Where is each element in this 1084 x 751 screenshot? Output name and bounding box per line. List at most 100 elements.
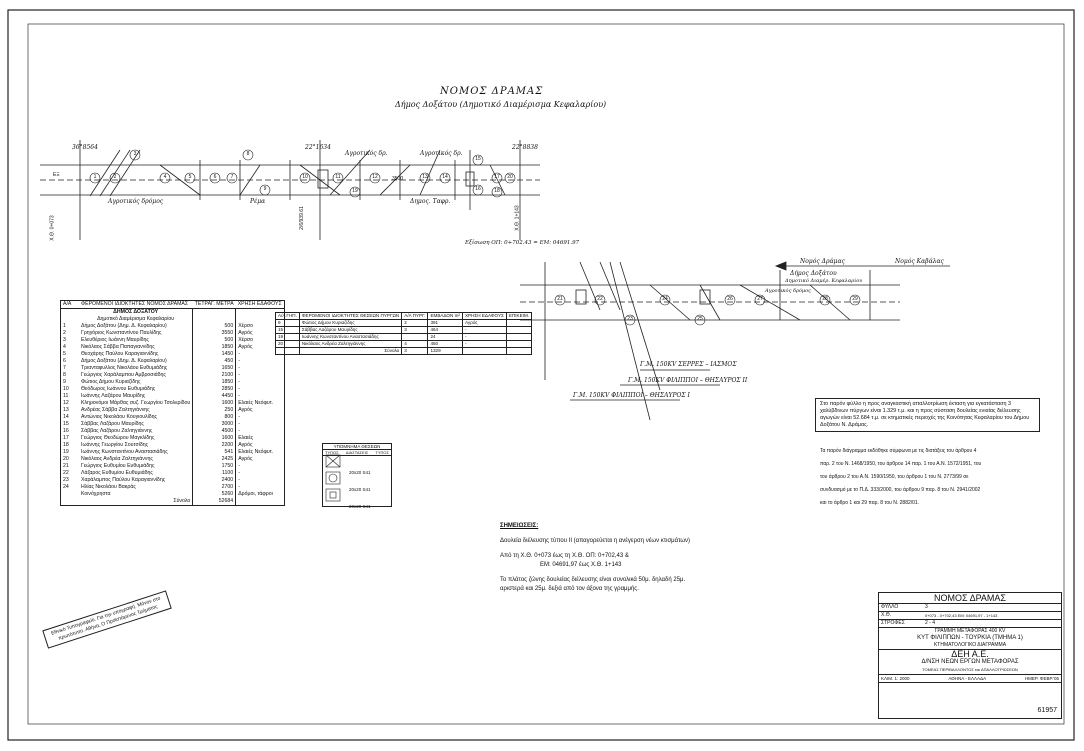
parcel-number: 23 xyxy=(627,316,633,322)
table-cell: 24 xyxy=(63,484,69,490)
total-area: 1329 xyxy=(427,347,463,355)
district-label: Δημοτικό Διαμέρ. Κεφαλαρίου xyxy=(785,278,863,284)
table-cell xyxy=(505,326,533,334)
legal-line: και το άρθρο 1 και 29 παρ. 8 του Ν. 2882… xyxy=(820,500,920,506)
table-cell xyxy=(505,340,533,348)
width-label: 3500 xyxy=(392,176,404,182)
table-cell: 19 xyxy=(63,449,69,455)
table-cell: - xyxy=(238,358,240,364)
parcel-number: 9 xyxy=(263,186,267,192)
parcel-number: 21 xyxy=(557,296,563,302)
table-cell: 5 xyxy=(63,351,66,357)
right-strip-plan xyxy=(520,261,950,421)
table-cell: 250 xyxy=(192,407,237,414)
parcel-number: 4 xyxy=(163,174,167,180)
table-cell: Σάββας Λαζάρου Μαυρίδης xyxy=(298,326,403,334)
legend-header: ΔΙΑΣΤΑΣΕΙΣ xyxy=(345,450,369,455)
parcel-number: 27 xyxy=(757,296,763,302)
table-cell: 17 xyxy=(63,435,69,441)
header-cell: Α/Α ΠΥΡΓ. xyxy=(401,312,429,320)
parcel-number: 28 xyxy=(822,296,828,302)
legal-line: συνδυασμό με το Π.Δ. 333/2000, του άρθρο… xyxy=(820,487,981,493)
table-cell xyxy=(505,319,533,327)
equation-label: Εξίσωση ΟΠ: 0+702.43 = ΕΜ: 04691.97 xyxy=(465,240,580,246)
table-cell: 4 xyxy=(401,340,429,348)
table-cell: Ανδρέας Σάββα Ζαλτηγιάννης xyxy=(81,407,150,413)
parcel-number: 5 xyxy=(188,174,192,180)
parcel-number: 10 xyxy=(302,174,308,180)
legend-header: ΤΥΠΟΣ xyxy=(325,450,339,455)
power-line-label: Γ.Μ. 150ΚV ΦΙΛΙΠΠΟΙ – ΘΗΣΑΥΡΟΣ Ι xyxy=(573,392,690,399)
municipality-title: Δήμος Δοξάτου (Δημοτικό Διαμέρισμα Κεφαλ… xyxy=(395,100,607,109)
table-cell: 2400 xyxy=(192,477,237,484)
parcel-number: 22 xyxy=(597,296,603,302)
chainage-mid: 2/6/939.61 xyxy=(298,206,305,230)
table-cell: Λάζαρος Ευθυμίου Ευθυμιάδης xyxy=(81,470,153,476)
parcel-number: 20 xyxy=(507,174,513,180)
parcel-number: 14 xyxy=(442,174,448,180)
table-cell: 14 xyxy=(63,414,69,420)
parcel-number: 26 xyxy=(727,296,733,302)
note-line: ΕΜ: 04691,97 έως Χ.Θ. 1+143 xyxy=(540,562,622,568)
table-cell: 10 xyxy=(63,386,69,392)
owners-table-header: Α/Α ΦΕΡΟΜΕΝΟΙ ΙΔΙΟΚΤΗΤΕΣ ΝΟΜΟΣ ΔΡΑΜΑΣ ΤΕ… xyxy=(60,300,285,309)
table-cell: Ιωάννης Κωνσταντίνου Αναστασιάδης xyxy=(298,333,403,341)
info-box: Στο παρόν φύλλο η προς αναγκαστική απαλλ… xyxy=(815,398,1040,432)
table-cell: - xyxy=(238,365,240,371)
parcel-number: 7 xyxy=(230,174,234,180)
table-cell: Χέρσο xyxy=(238,337,254,343)
notes: ΣΗΜΕΙΩΣΕΙΣ: Δουλεία διέλευσης τύπου ΙΙ (… xyxy=(500,522,690,594)
subsection-label: Δημοτικό Διαμέρισμα Κεφαλαρίου xyxy=(97,316,175,322)
table-cell: 464 xyxy=(427,326,463,334)
chainage-right: Χ.Θ. 1+143 xyxy=(514,205,521,231)
corner-angle-label: 36°8564 xyxy=(72,144,98,151)
table-cell: 450 xyxy=(192,358,237,365)
header-cell: ΤΕΤΡΑΓ. ΜΕΤΡΑ xyxy=(192,300,236,309)
header-cell: Α/Α xyxy=(60,300,79,309)
scale-label: ΚΛΙΜ. 1: 2000 xyxy=(881,676,910,681)
table-cell: - xyxy=(238,421,240,427)
table-cell: 20 xyxy=(275,340,300,348)
table-cell: 2 xyxy=(401,319,429,327)
table-cell: 1600 xyxy=(192,400,237,407)
prefecture-title: ΝΟΜΟΣ ΔΡΑΜΑΣ xyxy=(440,86,544,97)
parcel-number: 6 xyxy=(213,174,217,180)
notes-title: ΣΗΜΕΙΩΣΕΙΣ: xyxy=(500,523,539,529)
road-label: Δημος. Ταφρ. xyxy=(410,198,451,205)
table-cell: 3 xyxy=(63,337,66,343)
table-cell: - xyxy=(238,414,240,420)
table-cell: Αγρός xyxy=(461,319,507,327)
table-cell: Δρόμοι, τάφροι xyxy=(238,491,273,497)
legend-type: S41 xyxy=(362,504,371,509)
drawing-number: 61957 xyxy=(1037,707,1057,714)
table-cell: - xyxy=(238,477,240,483)
meta-value: 3 xyxy=(923,604,1061,612)
road-label: Ρέμα xyxy=(250,198,266,205)
table-cell: 800 xyxy=(192,414,237,421)
table-cell: Φώτιος Δήμου Κυριαζίδης xyxy=(81,379,141,385)
table-cell: 391 xyxy=(427,319,463,327)
note-line: Δουλεία διέλευσης τύπου ΙΙ (απαγορεύεται… xyxy=(500,538,691,544)
table-cell: Τριανταφυλλος Νικολάου Ευθυμιάδης xyxy=(81,365,168,371)
table-cell: 16 xyxy=(63,428,69,434)
legend-title: ΥΠΟΜΝΗΜΑ ΘΕΣΕΩΝ xyxy=(323,444,391,450)
note-line: Το πλάτος ζώνης δουλείας διέλευσης είναι… xyxy=(500,577,686,583)
table-cell: Χαράλαμπος Παύλου Καραγιαννίδης xyxy=(81,477,166,483)
outer-border xyxy=(7,9,1075,741)
legend-dim: 20x20 xyxy=(349,470,362,475)
inner-border xyxy=(27,23,1065,725)
legal-text: Τα παρόν διάγραμμα εκδόθηκε σύμφωνα με τ… xyxy=(820,445,981,510)
table-cell: Σάββας Λαζάρου Μαυρίδης xyxy=(81,421,144,427)
table-cell: Ιωάννης Γεωργίου Σουτσίδης xyxy=(81,442,149,448)
table-cell: 3000 xyxy=(192,421,237,428)
